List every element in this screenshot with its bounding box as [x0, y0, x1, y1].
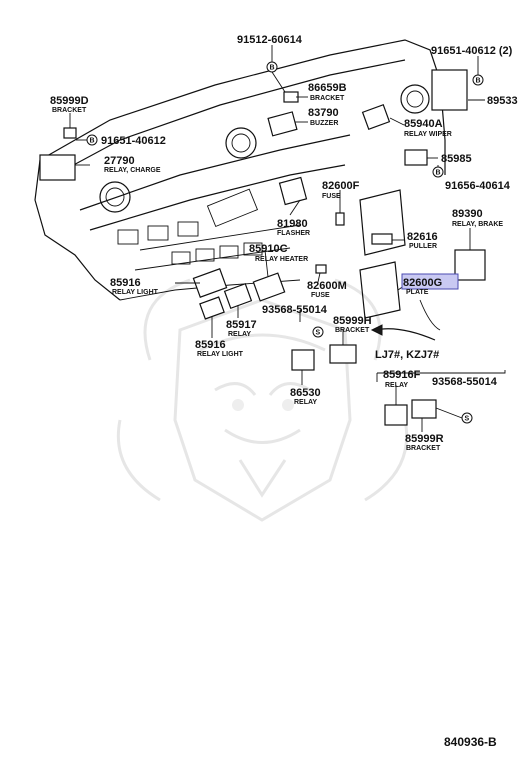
part-sketches [39, 69, 486, 426]
svg-text:PLATE: PLATE [406, 289, 429, 296]
callout-86659b[interactable]: 86659B [308, 82, 347, 94]
callout-85910c[interactable]: 85910C [249, 243, 288, 255]
flasher-icon [278, 176, 308, 206]
callout-91656-40614[interactable]: 91656-40614 [445, 180, 511, 192]
relay-light-lower-icon [199, 296, 225, 320]
callout-83790[interactable]: 83790 [308, 107, 339, 119]
relay-85917-icon [223, 283, 253, 309]
buzzer-icon [267, 111, 298, 137]
svg-text:RELAY, CHARGE: RELAY, CHARGE [104, 167, 161, 174]
puller-icon [371, 233, 393, 245]
dashboard-panel [34, 39, 446, 341]
relay-86530-icon [291, 349, 315, 371]
callout-82616[interactable]: 82616 [407, 231, 438, 243]
relay-wiper-icon [361, 104, 391, 130]
svg-text:RELAY: RELAY [385, 382, 408, 389]
svg-text:BUZZER: BUZZER [310, 120, 338, 127]
callout-85985[interactable]: 85985 [441, 153, 472, 165]
condition-note: LJ7#, KZJ7# [375, 349, 439, 361]
relay-85916f-icon [384, 404, 408, 426]
bracket-85999d-icon [63, 127, 77, 139]
relay-brake-icon [454, 249, 486, 281]
callout-91651-40612[interactable]: 91651-40612 [101, 135, 166, 147]
svg-text:BRACKET: BRACKET [406, 445, 441, 452]
callout-91512-60614[interactable]: 91512-60614 [237, 34, 303, 46]
svg-text:RELAY: RELAY [228, 331, 251, 338]
callout-89533[interactable]: 89533 [487, 95, 518, 107]
svg-text:RELAY, BRAKE: RELAY, BRAKE [452, 221, 503, 228]
svg-text:B: B [436, 170, 441, 177]
svg-text:FLASHER: FLASHER [277, 230, 310, 237]
relay-heater-icon [252, 272, 286, 302]
svg-text:RELAY LIGHT: RELAY LIGHT [112, 289, 159, 296]
callout-27790[interactable]: 27790 [104, 155, 135, 167]
svg-text:RELAY WIPER: RELAY WIPER [404, 131, 452, 138]
callout-93568-55014-left[interactable]: 93568-55014 [262, 304, 328, 316]
relay-light-icon [192, 268, 228, 298]
callout-85999r[interactable]: 85999R [405, 433, 444, 445]
svg-text:BRACKET: BRACKET [310, 95, 345, 102]
svg-text:RELAY: RELAY [294, 399, 317, 406]
part-85985-icon [404, 149, 428, 166]
callout-85916f[interactable]: 85916F [383, 369, 421, 381]
svg-text:S: S [465, 416, 470, 423]
callout-labels: 91512-60614 91651-40612 (2) 85999D BRACK… [50, 34, 518, 749]
callout-86530[interactable]: 86530 [290, 387, 321, 399]
svg-text:B: B [90, 138, 95, 145]
callout-81980[interactable]: 81980 [277, 218, 308, 230]
callout-85916-upper[interactable]: 85916 [110, 277, 141, 289]
callout-89390[interactable]: 89390 [452, 208, 483, 220]
fastener-markers: B B B B S S [86, 61, 484, 424]
callout-85917[interactable]: 85917 [226, 319, 257, 331]
svg-text:RELAY HEATER: RELAY HEATER [255, 256, 308, 263]
svg-text:B: B [270, 65, 275, 72]
svg-text:PULLER: PULLER [409, 243, 437, 250]
svg-text:FUSE: FUSE [311, 292, 330, 299]
svg-text:B: B [476, 78, 481, 85]
relay-charge-icon [39, 154, 76, 181]
callout-82600m[interactable]: 82600M [307, 280, 347, 292]
callout-82600f[interactable]: 82600F [322, 180, 360, 192]
callout-85916-lower[interactable]: 85916 [195, 339, 226, 351]
bracket-85999r-icon [411, 399, 437, 419]
svg-text:BRACKET: BRACKET [335, 327, 370, 334]
fuse-82600f-icon [335, 212, 345, 226]
part-89533-icon [431, 69, 468, 111]
bracket-85999h-icon [329, 344, 357, 364]
selected-part-highlight [401, 273, 459, 290]
fuse-82600m-icon [315, 264, 327, 274]
svg-text:BRACKET: BRACKET [52, 107, 87, 114]
callout-91651-40612-2[interactable]: 91651-40612 (2) [431, 45, 513, 57]
diagram-ref-code: 840936-B [444, 735, 497, 749]
bracket-86659b-icon [283, 91, 299, 103]
svg-text:RELAY LIGHT: RELAY LIGHT [197, 351, 244, 358]
callout-93568-55014-right[interactable]: 93568-55014 [432, 376, 498, 388]
callout-85999d[interactable]: 85999D [50, 95, 89, 107]
svg-text:FUSE: FUSE [322, 193, 341, 200]
callout-85999h[interactable]: 85999H [333, 315, 372, 327]
callout-82600g[interactable]: 82600G [403, 277, 442, 289]
callout-85940a[interactable]: 85940A [404, 118, 443, 130]
watermark-emblem-icon [116, 278, 409, 522]
svg-text:S: S [316, 330, 321, 337]
